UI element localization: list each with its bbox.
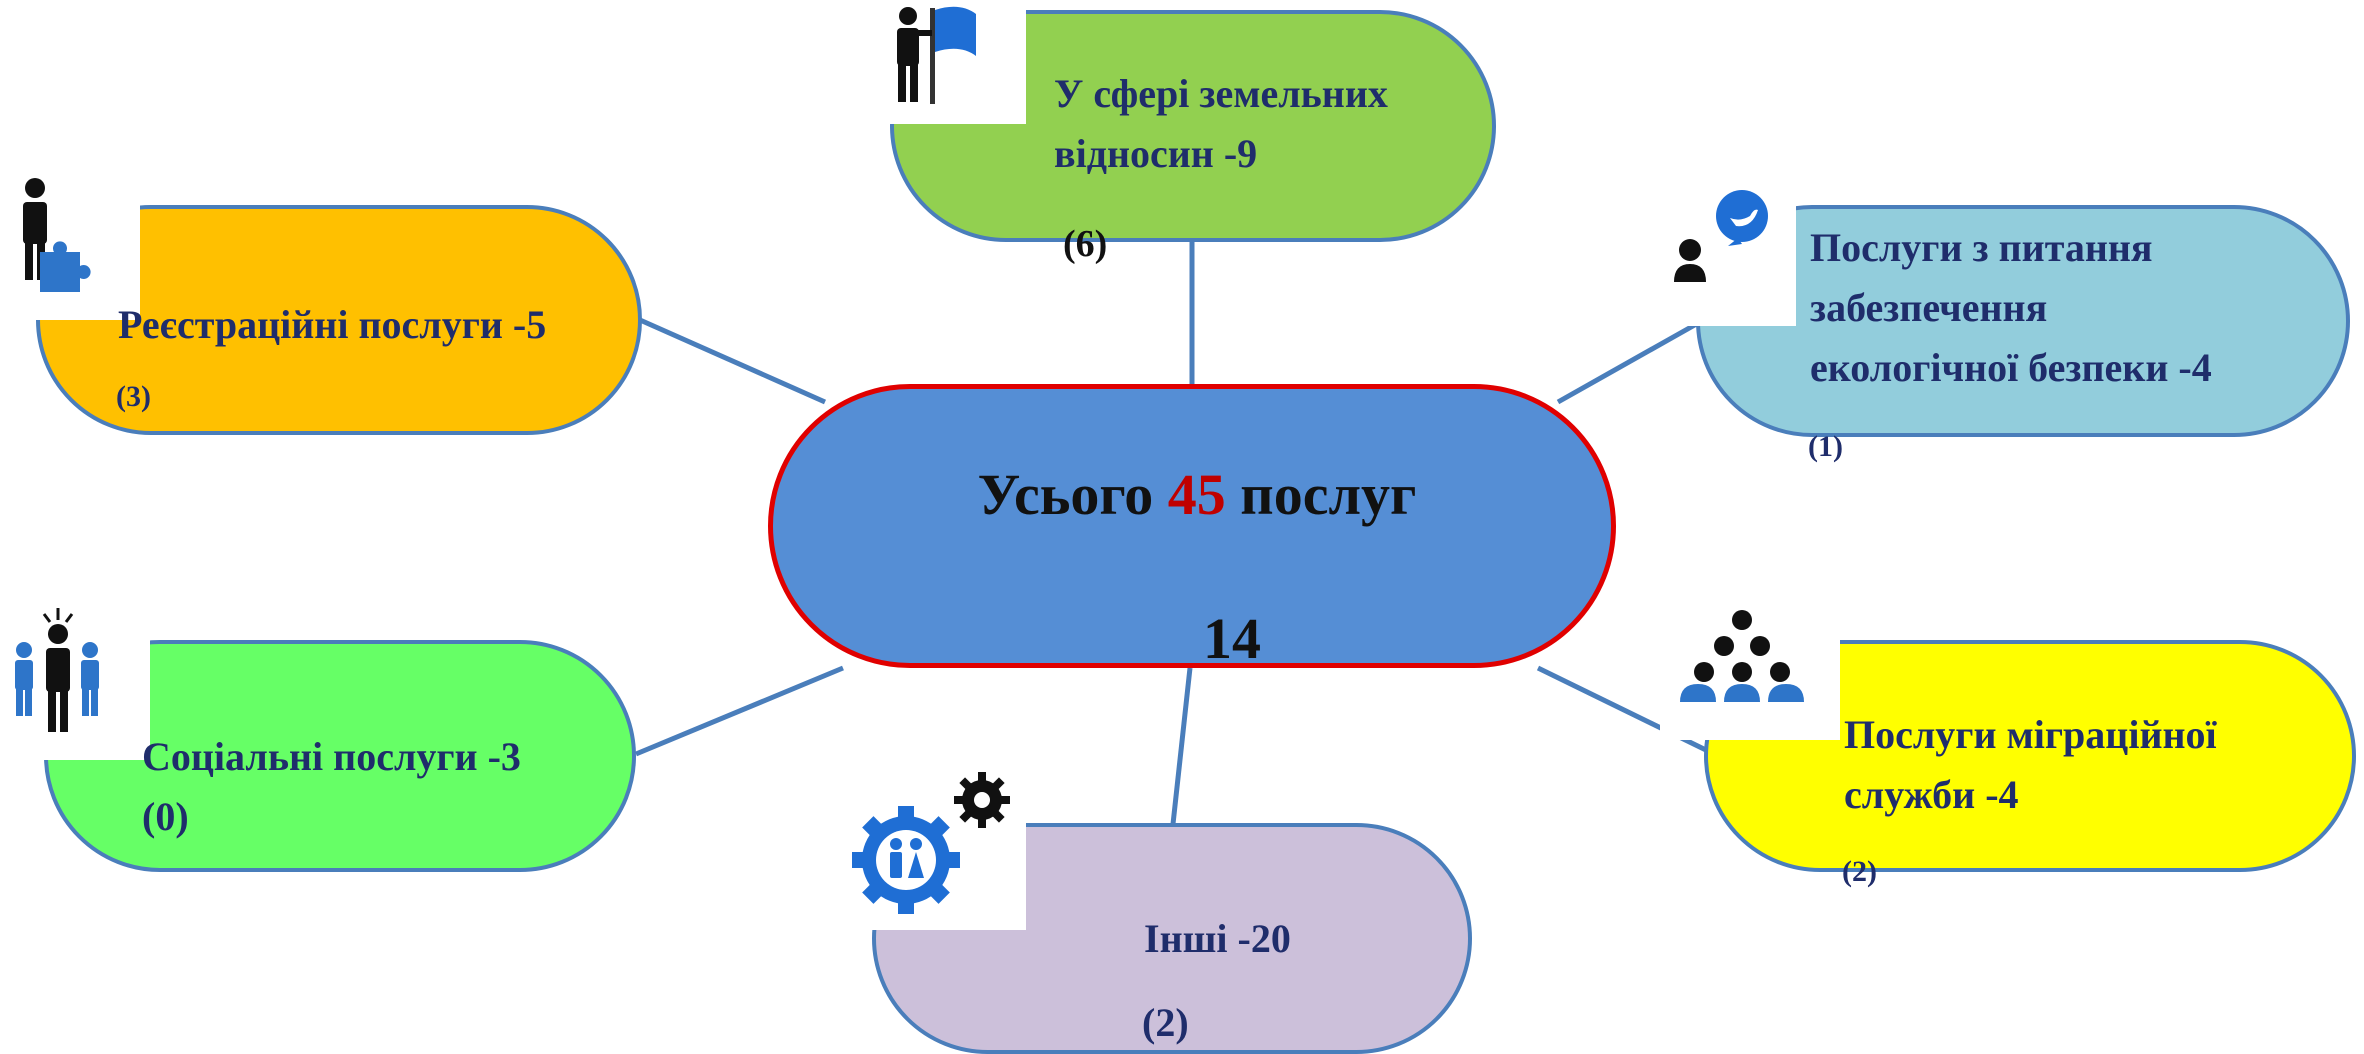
ecology-sub: (1) xyxy=(1808,430,1843,463)
ecology-node xyxy=(1696,205,2350,437)
land-title-line-1: У сфері земельних xyxy=(1054,71,1388,116)
social-title-line: Соціальні послуги -3 xyxy=(142,734,521,779)
registration-node xyxy=(36,205,642,435)
migration-title-line-2: служби -4 xyxy=(1844,772,2019,817)
other-sub: (2) xyxy=(1142,1000,1189,1045)
registration-title: Реєстраційні послуги -5 xyxy=(118,302,547,347)
migration-icon-tile xyxy=(1660,570,1840,740)
connector-registration xyxy=(638,317,827,405)
person-bird-icon xyxy=(1674,190,1768,282)
ecology-title: Послуги з питання забезпечення екологічн… xyxy=(1810,218,2212,398)
land-sub: (6) xyxy=(1063,223,1108,265)
people-group-icon xyxy=(15,608,99,732)
ecology-title-line-2: забезпечення xyxy=(1810,285,2048,330)
connector-other xyxy=(1170,667,1193,825)
land-icon-tile xyxy=(880,0,1026,124)
person-puzzle-icon xyxy=(23,178,91,292)
center-title: Усього 45 послуг xyxy=(773,461,1621,528)
center-total: 45 xyxy=(1167,462,1226,527)
center-title-prefix: Усього xyxy=(977,462,1154,527)
registration-icon-tile xyxy=(0,160,140,320)
gears-people-icon xyxy=(852,772,1010,914)
people-pyramid-icon xyxy=(1680,610,1804,702)
ecology-icon-tile xyxy=(1660,186,1796,326)
migration-sub: (2) xyxy=(1842,855,1877,888)
migration-title-line-1: Послуги міграційної xyxy=(1844,712,2217,757)
social-icon-tile xyxy=(0,602,150,760)
land-title-line-2: відносин -9 xyxy=(1054,131,1258,176)
center-node: Усього 45 послуг 14 xyxy=(768,384,1616,671)
person-flag-icon xyxy=(897,6,976,104)
land-title: У сфері земельних відносин -9 xyxy=(1054,64,1388,184)
social-sub: (0) xyxy=(142,794,189,839)
connector-social xyxy=(635,665,844,757)
center-title-suffix: послуг xyxy=(1240,462,1417,527)
ecology-title-line-3: екологічної безпеки -4 xyxy=(1810,345,2212,390)
ecology-title-line-1: Послуги з питання xyxy=(1810,225,2153,270)
center-sub: 14 xyxy=(1203,606,1261,671)
registration-sub: (3) xyxy=(116,380,151,413)
migration-title: Послуги міграційної служби -4 xyxy=(1844,705,2217,825)
other-title: Інші -20 xyxy=(1144,916,1291,961)
other-icon-tile xyxy=(818,762,1026,930)
social-title: Соціальні послуги -3 (0) xyxy=(142,727,521,847)
connector-ecology xyxy=(1556,319,1702,405)
